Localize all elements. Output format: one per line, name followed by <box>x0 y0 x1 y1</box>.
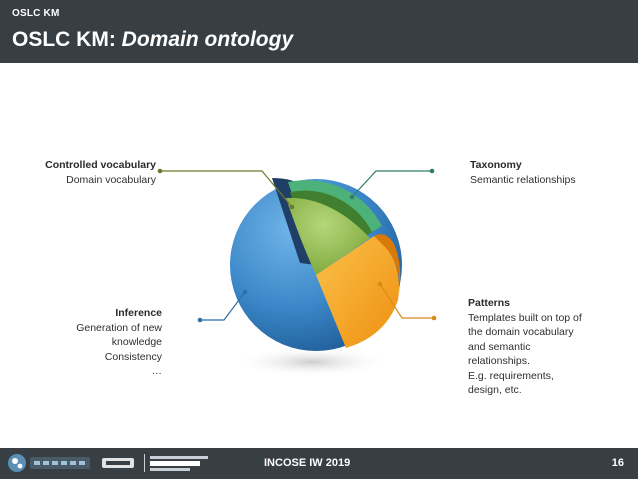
slide-footer: INCOSE IW 2019 16 <box>0 448 638 479</box>
connector-dot <box>158 169 163 174</box>
universidad-carlos-iii-logo <box>144 452 216 474</box>
label-heading: Patterns <box>468 296 582 311</box>
label-line: Domain vocabulary <box>45 173 156 188</box>
label-line: … <box>76 364 162 379</box>
label-line: design, etc. <box>468 383 582 398</box>
connector-dot <box>243 290 248 295</box>
label-line: and semantic <box>468 340 582 355</box>
label-line: knowledge <box>76 335 162 350</box>
event-name: INCOSE IW 2019 <box>264 457 350 469</box>
label-line: E.g. requirements, <box>468 369 582 384</box>
page-number: 16 <box>612 457 624 469</box>
label-patterns: Patterns Templates built on top of the d… <box>468 296 582 398</box>
connector-dot <box>430 169 435 174</box>
label-heading: Controlled vocabulary <box>45 158 156 173</box>
connector-dot <box>198 318 203 323</box>
label-line: relationships. <box>468 354 582 369</box>
label-line: the domain vocabulary <box>468 325 582 340</box>
connector-dot <box>290 205 295 210</box>
label-heading: Taxonomy <box>470 158 576 173</box>
label-inference: Inference Generation of new knowledge Co… <box>76 306 162 379</box>
label-line: Semantic relationships <box>470 173 576 188</box>
connector-dot <box>350 195 355 200</box>
label-taxonomy: Taxonomy Semantic relationships <box>470 158 576 187</box>
label-line: Templates built on top of <box>468 311 582 326</box>
connector-taxonomy <box>352 171 432 197</box>
the-reuse-company-logo <box>6 452 94 474</box>
label-line: Consistency <box>76 350 162 365</box>
label-controlled-vocabulary: Controlled vocabulary Domain vocabulary <box>45 158 156 187</box>
label-line: Generation of new <box>76 321 162 336</box>
connector-dot <box>432 316 437 321</box>
connector-dot <box>378 282 383 287</box>
uc3m-logo <box>100 452 138 474</box>
sphere-shadow <box>234 347 390 377</box>
label-heading: Inference <box>76 306 162 321</box>
